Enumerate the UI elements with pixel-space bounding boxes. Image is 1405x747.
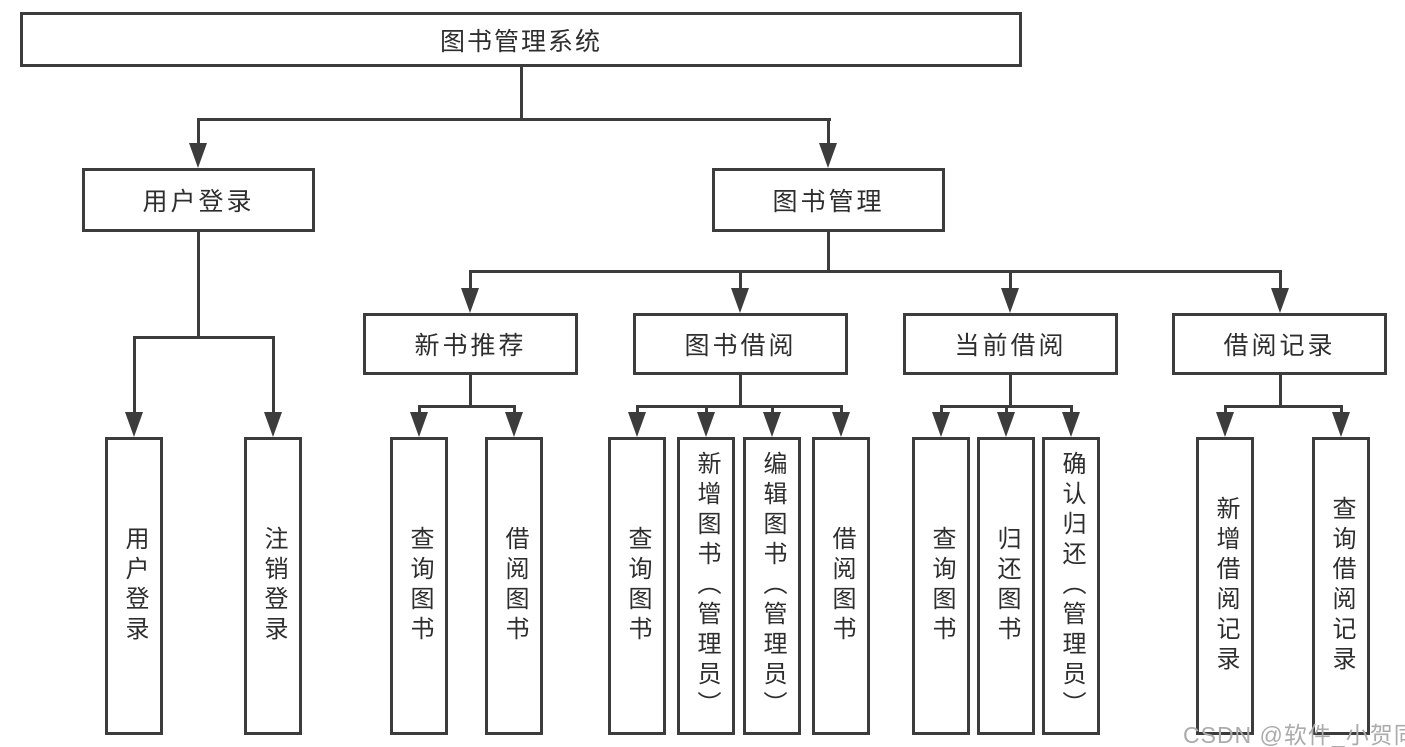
- node-label: 图书管理: [772, 188, 885, 216]
- connector-line: [197, 118, 200, 144]
- connector-line: [133, 336, 275, 339]
- node-label: 当前借阅: [954, 332, 1067, 360]
- connector-arrowhead: [125, 412, 143, 437]
- connector-line: [771, 405, 774, 413]
- leaf-label: 新增借阅记录: [1212, 496, 1239, 676]
- node-label: 用户登录: [142, 188, 255, 216]
- connector-line: [636, 405, 842, 408]
- connector-line: [469, 375, 472, 405]
- leaf-return-book: 归还图书: [977, 437, 1035, 735]
- connector-line: [1279, 375, 1282, 405]
- leaf-add-book-admin: 新增图书（管理员）: [677, 437, 735, 735]
- leaf-query-book-1: 查询图书: [390, 437, 448, 735]
- connector-line: [520, 67, 523, 118]
- leaf-edit-book-admin: 编辑图书（管理员）: [743, 437, 801, 735]
- node-book-management: 图书管理: [712, 168, 945, 232]
- connector-line: [272, 336, 275, 413]
- connector-arrowhead: [1216, 412, 1234, 437]
- connector-arrowhead: [697, 412, 715, 437]
- leaf-borrow-book-1: 借阅图书: [485, 437, 543, 735]
- leaf-user-login: 用户登录: [105, 437, 163, 735]
- leaf-borrow-book-2: 借阅图书: [812, 437, 870, 735]
- leaf-label: 查询图书: [406, 526, 433, 646]
- leaf-label: 用户登录: [121, 526, 148, 646]
- connector-line: [827, 232, 830, 270]
- connector-line: [1279, 270, 1282, 289]
- connector-arrowhead: [628, 412, 646, 437]
- leaf-label: 查询借阅记录: [1328, 496, 1355, 676]
- leaf-logout: 注销登录: [244, 437, 302, 735]
- connector-arrowhead: [505, 412, 523, 437]
- connector-line: [469, 270, 1282, 273]
- connector-arrowhead: [1001, 288, 1019, 313]
- connector-line: [1009, 270, 1012, 289]
- connector-line: [513, 405, 516, 413]
- connector-arrowhead: [189, 143, 207, 168]
- connector-line: [705, 405, 708, 413]
- connector-arrowhead: [731, 288, 749, 313]
- connector-line: [940, 405, 943, 413]
- connector-arrowhead: [997, 412, 1015, 437]
- connector-line: [827, 118, 830, 144]
- connector-arrowhead: [832, 412, 850, 437]
- node-root-label: 图书管理系统: [439, 27, 602, 56]
- connector-line: [469, 270, 472, 289]
- node-book-borrow: 图书借阅: [633, 313, 848, 375]
- csdn-watermark: CSDN @软件_小贺同学: [1183, 722, 1405, 747]
- node-user-login: 用户登录: [82, 168, 315, 232]
- node-label: 借阅记录: [1223, 332, 1336, 360]
- connector-line: [1009, 375, 1012, 405]
- connector-line: [133, 336, 136, 413]
- leaf-label: 归还图书: [993, 526, 1020, 646]
- leaf-add-borrow-record: 新增借阅记录: [1196, 437, 1254, 735]
- node-current-borrow: 当前借阅: [903, 313, 1118, 375]
- connector-arrowhead: [932, 412, 950, 437]
- connector-arrowhead: [1332, 412, 1350, 437]
- connector-line: [197, 232, 200, 336]
- connector-line: [1224, 405, 1227, 413]
- leaf-label: 查询图书: [928, 526, 955, 646]
- connector-line: [1070, 405, 1073, 413]
- leaf-query-borrow-record: 查询借阅记录: [1312, 437, 1370, 735]
- connector-line: [1340, 405, 1343, 413]
- leaf-label: 编辑图书（管理员）: [759, 451, 786, 721]
- leaf-label: 新增图书（管理员）: [693, 451, 720, 721]
- connector-arrowhead: [264, 412, 282, 437]
- connector-line: [418, 405, 516, 408]
- connector-line: [739, 270, 742, 289]
- connector-arrowhead: [1062, 412, 1080, 437]
- leaf-label: 借阅图书: [828, 526, 855, 646]
- connector-arrowhead: [763, 412, 781, 437]
- leaf-label: 确认归还（管理员）: [1058, 451, 1085, 721]
- connector-line: [1005, 405, 1008, 413]
- node-label: 新书推荐: [414, 332, 527, 360]
- leaf-confirm-return-admin: 确认归还（管理员）: [1042, 437, 1100, 735]
- node-label: 图书借阅: [684, 332, 797, 360]
- connector-arrowhead: [461, 288, 479, 313]
- connector-line: [840, 405, 843, 413]
- leaf-label: 借阅图书: [501, 526, 528, 646]
- leaf-label: 注销登录: [260, 526, 287, 646]
- connector-arrowhead: [410, 412, 428, 437]
- leaf-query-book-3: 查询图书: [912, 437, 970, 735]
- connector-line: [418, 405, 421, 413]
- connector-line: [1224, 405, 1343, 408]
- connector-line: [197, 118, 831, 121]
- node-new-book-recommend: 新书推荐: [363, 313, 578, 375]
- connector-arrowhead: [819, 143, 837, 168]
- connector-arrowhead: [1271, 288, 1289, 313]
- node-borrow-records: 借阅记录: [1172, 313, 1387, 375]
- leaf-label: 查询图书: [624, 526, 651, 646]
- connector-line: [636, 405, 639, 413]
- node-root: 图书管理系统: [20, 12, 1022, 67]
- leaf-query-book-2: 查询图书: [608, 437, 666, 735]
- connector-line: [739, 375, 742, 405]
